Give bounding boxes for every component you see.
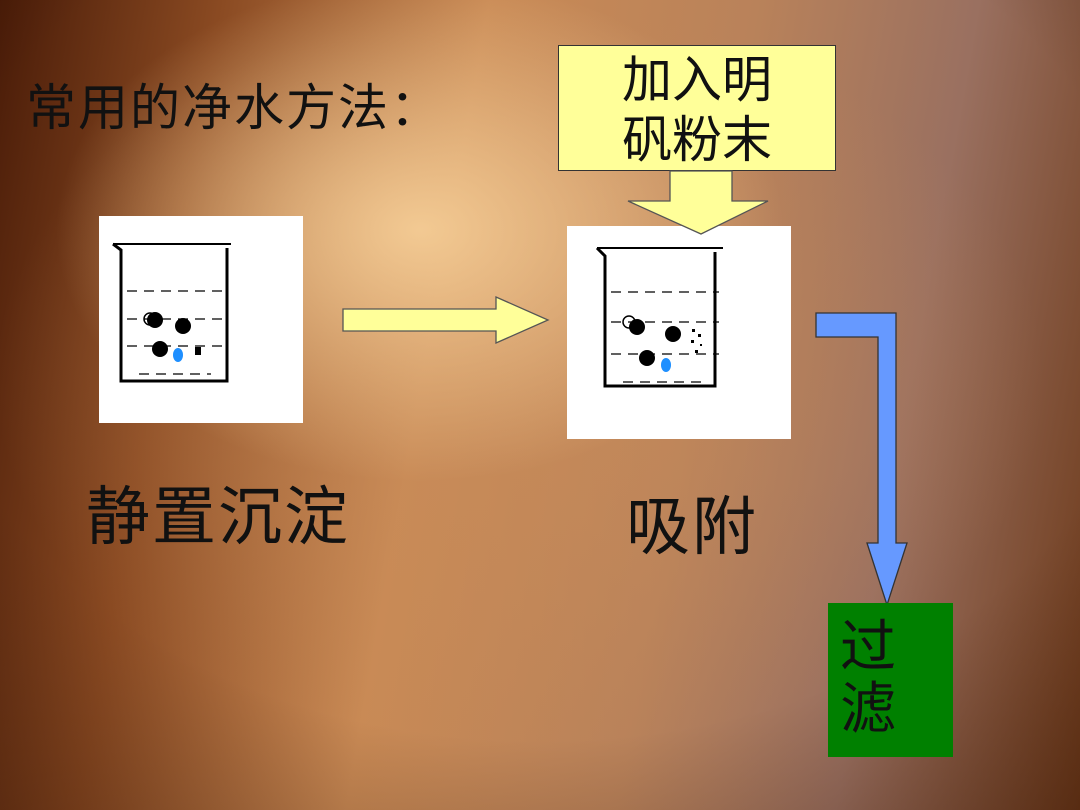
down-arrow <box>627 170 769 235</box>
slide-title: 常用的净水方法： <box>26 79 442 137</box>
step-label-adsorption: 吸附 <box>626 491 758 565</box>
filtration-box: 过 滤 <box>828 603 953 757</box>
adsorption-beaker-card <box>567 226 791 439</box>
settling-beaker-card <box>99 216 303 423</box>
callout-line-2: 矾粉末 <box>622 111 772 169</box>
settling-beaker-illustration <box>112 242 231 383</box>
step-label-settling: 静置沉淀 <box>86 481 350 555</box>
adsorption-beaker-illustration <box>595 246 723 388</box>
pipe-arrow <box>815 312 908 608</box>
filtration-line-1: 过 <box>840 615 896 680</box>
alum-callout-box: 加入明 矾粉末 <box>558 45 836 171</box>
right-arrow <box>342 296 550 344</box>
callout-line-1: 加入明 <box>622 51 772 109</box>
filtration-line-2: 滤 <box>840 677 896 742</box>
